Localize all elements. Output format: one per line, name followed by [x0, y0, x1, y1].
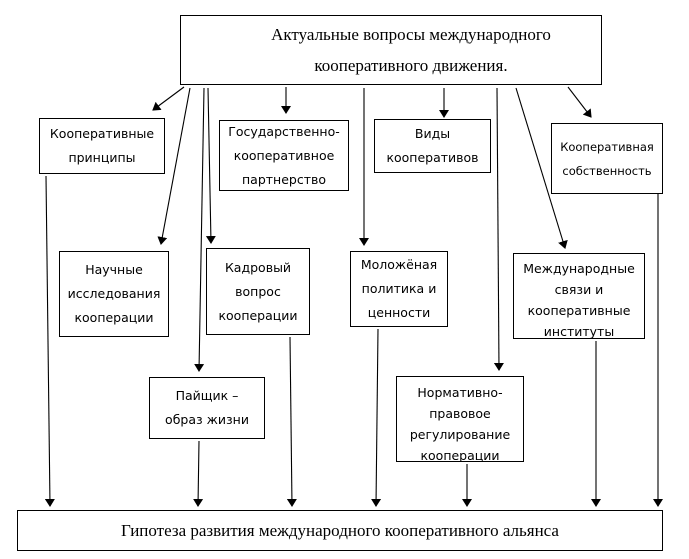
node-research-line-3: кооперации: [74, 310, 154, 325]
node-types-line-2: кооперативов: [386, 150, 479, 165]
root-line-1: Актуальные вопросы международного: [271, 25, 551, 44]
arrow-root-to-principles: [152, 86, 185, 111]
node-international-line-3: кооперативные: [527, 303, 631, 318]
root-node: Актуальные вопросы международного коопер…: [180, 15, 602, 85]
result-node: Гипотеза развития международного коопера…: [17, 510, 663, 551]
node-property-line-2: собственность: [562, 163, 652, 178]
arrow-root-to-research: [157, 87, 191, 245]
node-youth: Моложёная политика и ценности: [350, 251, 448, 327]
node-research: Научные исследования кооперации: [59, 251, 169, 337]
node-regulation-line-4: кооперации: [420, 448, 500, 462]
node-personnel-line-2: вопрос: [235, 283, 281, 299]
node-shareholder-line-2: образ жизни: [165, 412, 249, 427]
node-regulation-line-3: регулирование: [409, 427, 511, 442]
arrow-root-to-personnel: [205, 87, 216, 244]
arrow-root-to-international: [515, 87, 568, 249]
node-partnership: Государственно- кооперативное партнерств…: [219, 120, 349, 191]
node-shareholder-line-1: Пайщик –: [175, 388, 239, 403]
node-principles-line-1: Кооперативные: [49, 126, 155, 141]
node-youth-line-1: Моложёная: [360, 257, 438, 272]
node-types: Виды кооперативов: [374, 119, 491, 173]
node-regulation: Нормативно- правовое регулирование коопе…: [396, 376, 524, 462]
node-youth-line-2: политика и: [361, 281, 437, 296]
node-partnership-line-2: кооперативное: [233, 147, 335, 163]
node-international: Международные связи и кооперативные инст…: [513, 253, 645, 339]
arrow-root-to-property: [567, 86, 592, 118]
arrow-personnel-to-result: [286, 336, 297, 507]
node-research-line-1: Научные: [85, 262, 143, 277]
node-principles: Кооперативные принципы: [39, 118, 165, 174]
arrow-youth-to-result: [371, 328, 382, 507]
node-personnel-line-3: кооперации: [218, 307, 298, 323]
node-international-line-4: институты: [543, 324, 615, 339]
node-regulation-line-2: правовое: [429, 406, 491, 421]
node-property-line-1: Кооперативная: [560, 139, 654, 154]
result-label: Гипотеза развития международного коопера…: [121, 521, 559, 540]
node-regulation-line-1: Нормативно-: [417, 385, 503, 400]
node-international-line-2: связи и: [554, 282, 604, 297]
node-property: Кооперативная собственность: [551, 123, 663, 194]
node-youth-line-3: ценности: [367, 305, 431, 320]
node-research-line-2: исследования: [67, 286, 161, 301]
node-partnership-line-3: партнерство: [241, 171, 326, 187]
node-shareholder: Пайщик – образ жизни: [149, 377, 265, 439]
node-international-line-1: Международные: [523, 261, 635, 276]
arrow-principles-to-result: [44, 175, 55, 507]
arrow-root-to-regulation: [493, 87, 504, 371]
arrow-root-to-shareholder: [194, 87, 205, 372]
node-personnel: Кадровый вопрос кооперации: [206, 248, 310, 335]
node-principles-line-2: принципы: [68, 150, 136, 165]
node-personnel-line-1: Кадровый: [224, 259, 292, 275]
root-line-2: кооперативного движения.: [314, 56, 508, 75]
node-types-line-1: Виды: [414, 126, 451, 141]
arrow-shareholder-to-result: [193, 440, 204, 507]
node-partnership-line-1: Государственно-: [228, 123, 340, 139]
